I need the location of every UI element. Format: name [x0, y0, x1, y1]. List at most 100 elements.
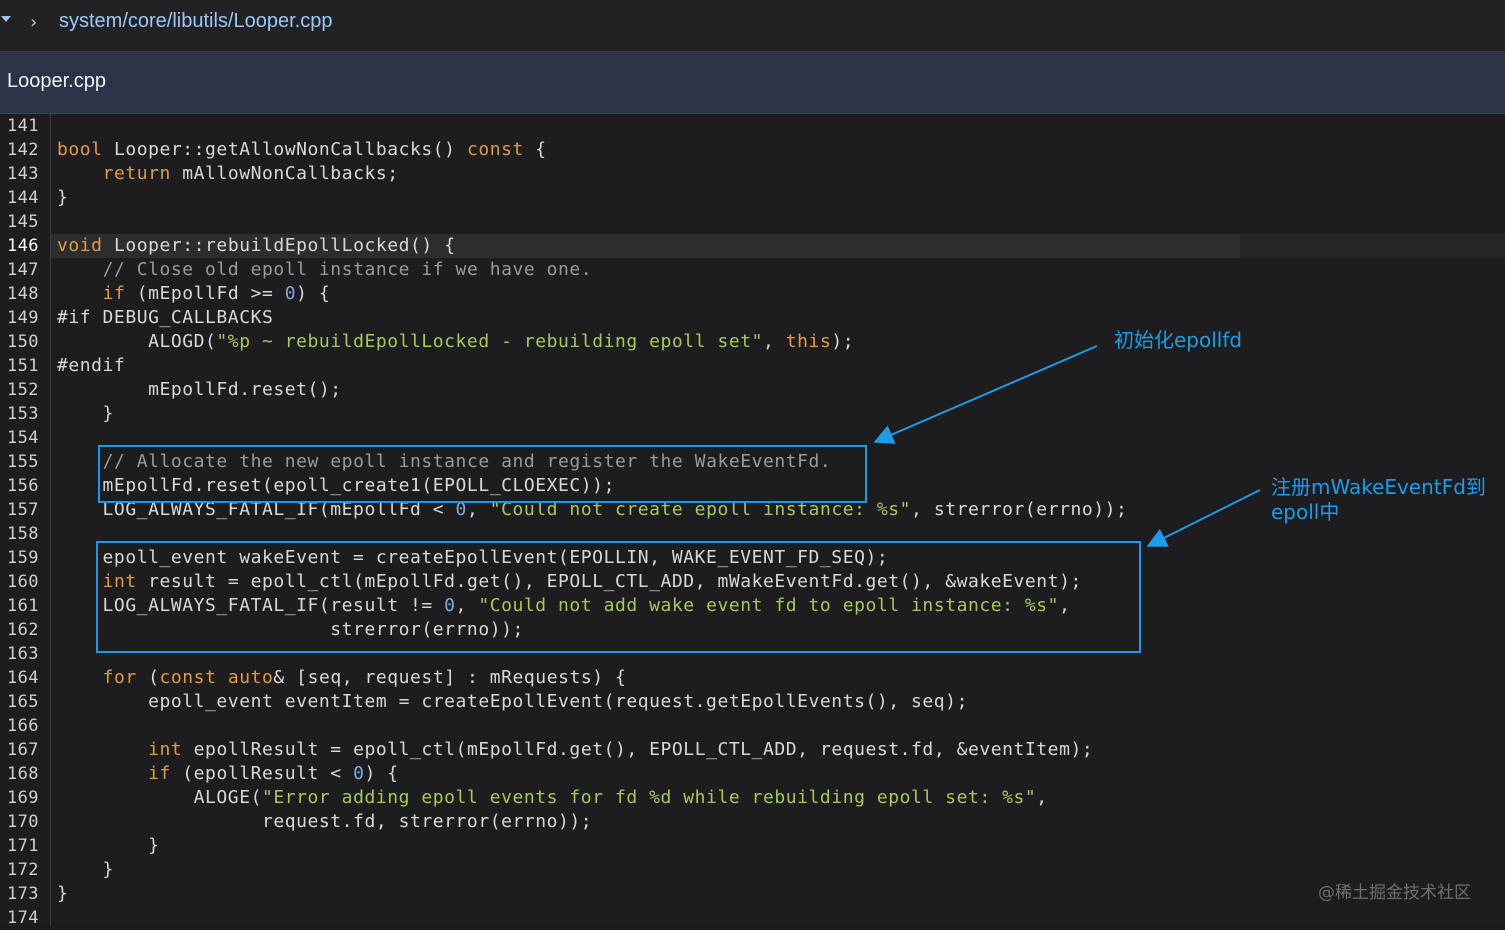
line-number: 147	[7, 260, 39, 280]
line-number: 145	[7, 212, 39, 232]
file-tab-title[interactable]: Looper.cpp	[7, 70, 106, 92]
code-token: ALOGD(	[57, 331, 217, 352]
current-line-highlight-extension	[1240, 234, 1505, 258]
code-token: ,	[466, 499, 490, 520]
line-number: 144	[7, 188, 39, 208]
line-number: 173	[7, 884, 39, 904]
line-number: 174	[7, 908, 39, 928]
line-number: 166	[7, 716, 39, 736]
code-line: LOG_ALWAYS_FATAL_IF(result != 0, "Could …	[57, 594, 1070, 618]
code-token: ) {	[296, 283, 331, 304]
code-line: int epollResult = epoll_ctl(mEpollFd.get…	[57, 738, 1093, 762]
line-number: 159	[7, 548, 39, 568]
line-number: 155	[7, 452, 39, 472]
code-token: bool	[57, 139, 103, 160]
code-line: if (epollResult < 0) {	[57, 762, 399, 786]
code-token: ,	[455, 595, 479, 616]
line-number: 172	[7, 860, 39, 880]
code-line: ALOGD("%p ~ rebuildEpollLocked - rebuild…	[57, 330, 854, 354]
highlight-box-epoll-create	[98, 445, 867, 503]
file-tab-bar: Looper.cpp	[0, 52, 1505, 114]
line-number: 141	[7, 116, 39, 136]
code-token: ) {	[364, 763, 399, 784]
code-token: 0	[444, 595, 456, 616]
code-token	[57, 763, 148, 784]
code-line: epoll_event wakeEvent = createEpollEvent…	[57, 546, 888, 570]
code-line: epoll_event eventItem = createEpollEvent…	[57, 690, 968, 714]
code-token: result = epoll_ctl(mEpollFd.get(), EPOLL…	[136, 571, 1082, 592]
line-number: 170	[7, 812, 39, 832]
code-line: #if DEBUG_CALLBACKS	[57, 306, 273, 330]
line-number: 153	[7, 404, 39, 424]
line-number: 162	[7, 620, 39, 640]
code-token: (mEpollFd >=	[125, 283, 285, 304]
code-token: return	[102, 163, 171, 184]
code-line: }	[57, 834, 159, 858]
code-line: bool Looper::getAllowNonCallbacks() cons…	[57, 138, 547, 162]
code-token: const	[159, 667, 217, 688]
code-token	[57, 283, 103, 304]
code-token: // Allocate the new epoll instance and r…	[102, 451, 832, 472]
code-token: void	[57, 235, 103, 256]
code-line: for (const auto& [seq, request] : mReque…	[57, 666, 626, 690]
code-token: int	[102, 571, 137, 592]
code-token: LOG_ALWAYS_FATAL_IF(result !=	[57, 595, 445, 616]
code-token: request.fd, strerror(errno));	[57, 811, 593, 832]
code-line: strerror(errno));	[57, 618, 524, 642]
code-token: epoll_event wakeEvent = createEpollEvent…	[57, 547, 889, 568]
line-number: 156	[7, 476, 39, 496]
line-number: 160	[7, 572, 39, 592]
code-line: request.fd, strerror(errno));	[57, 810, 592, 834]
line-number: 154	[7, 428, 39, 448]
code-line: LOG_ALWAYS_FATAL_IF(mEpollFd < 0, "Could…	[57, 498, 1127, 522]
code-line: }	[57, 858, 114, 882]
code-token: }	[57, 883, 69, 904]
code-line: #endif	[57, 354, 125, 378]
code-token	[57, 451, 103, 472]
line-number: 169	[7, 788, 39, 808]
line-number: 167	[7, 740, 39, 760]
code-token: Looper::getAllowNonCallbacks()	[102, 139, 467, 160]
code-line: int result = epoll_ctl(mEpollFd.get(), E…	[57, 570, 1082, 594]
line-number: 161	[7, 596, 39, 616]
code-token: }	[57, 187, 69, 208]
code-line: mEpollFd.reset(epoll_create1(EPOLL_CLOEX…	[57, 474, 615, 498]
code-line: }	[57, 882, 68, 906]
code-token: "%p ~ rebuildEpollLocked - rebuilding ep…	[216, 331, 763, 352]
code-token: ,	[763, 331, 786, 352]
line-number: 146	[7, 236, 39, 256]
annotation-register-line1: 注册mWakeEventFd到	[1271, 475, 1486, 499]
annotation-init-epollfd: 初始化epollfd	[1114, 328, 1243, 352]
code-token: this	[785, 331, 832, 352]
code-token	[57, 667, 103, 688]
code-token: {	[523, 139, 547, 160]
line-number: 163	[7, 644, 39, 664]
code-token: ALOGE(	[57, 787, 262, 808]
watermark: @稀土掘金技术社区	[1318, 883, 1471, 903]
code-token: Looper::rebuildEpollLocked() {	[102, 235, 456, 256]
code-token: mEpollFd.reset();	[57, 379, 342, 400]
code-token: #if DEBUG_CALLBACKS	[57, 307, 274, 328]
collapse-caret-icon[interactable]	[1, 16, 11, 22]
code-line: // Close old epoll instance if we have o…	[57, 258, 592, 282]
code-token: );	[831, 331, 855, 352]
code-token: "Could not create epoll instance: %s"	[489, 499, 912, 520]
code-line: return mAllowNonCallbacks;	[57, 162, 399, 186]
code-token: mAllowNonCallbacks;	[170, 163, 399, 184]
code-token	[216, 667, 227, 688]
code-token: // Close old epoll instance if we have o…	[102, 259, 593, 280]
code-token: & [seq, request] : mRequests) {	[273, 667, 627, 688]
code-token: }	[57, 403, 114, 424]
line-number: 151	[7, 356, 39, 376]
code-token	[57, 259, 103, 280]
code-token: epoll_event eventItem = createEpollEvent…	[57, 691, 968, 712]
current-line-highlight	[51, 234, 1241, 258]
code-token: (epollResult <	[170, 763, 354, 784]
code-token: mEpollFd.reset(epoll_create1(EPOLL_CLOEX…	[57, 475, 615, 496]
code-token: ,	[1036, 787, 1048, 808]
breadcrumb-path[interactable]: system/core/libutils/Looper.cpp	[59, 10, 333, 32]
chevron-right-icon[interactable]: ›	[30, 12, 38, 33]
line-number: 158	[7, 524, 39, 544]
code-token: strerror(errno));	[57, 619, 524, 640]
